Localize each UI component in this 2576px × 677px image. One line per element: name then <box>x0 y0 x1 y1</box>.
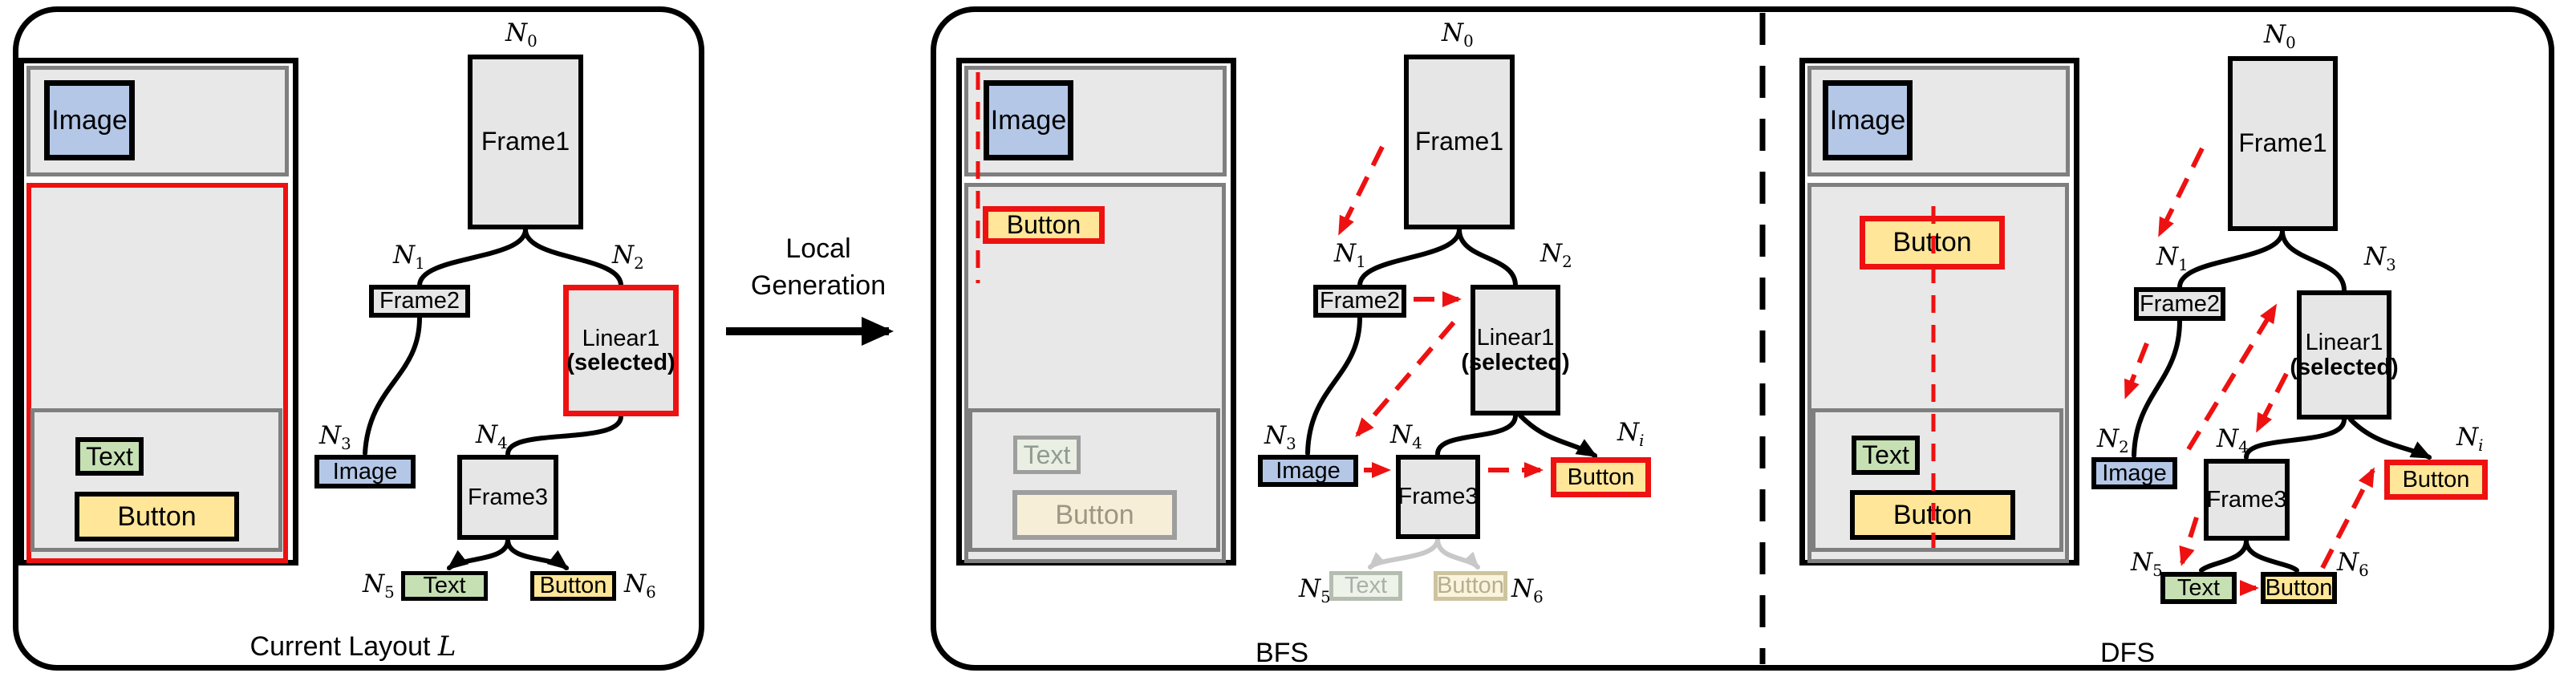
dfs-mockup-text: Text <box>1852 436 1920 475</box>
dfs-tree-frame1: Frame1 <box>2228 56 2338 231</box>
current-layout-caption-text: Current Layout <box>249 631 431 662</box>
bfs-ni-label: Ni <box>1617 418 1645 451</box>
dfs-tree-frame3: Frame3 <box>2204 459 2290 541</box>
current-n6-label: N6 <box>624 570 656 602</box>
current-n4-label: N4 <box>476 420 508 453</box>
bfs-mockup-faded-text: Text <box>1013 436 1081 474</box>
current-n3-label: N3 <box>319 421 351 454</box>
current-layout-caption: Current Layout L <box>185 630 521 663</box>
dfs-tree-frame2: Frame2 <box>2134 287 2225 321</box>
current-mockup-image: Image <box>44 80 135 160</box>
dfs-n6-label: N6 <box>2337 548 2369 581</box>
current-tree-frame3: Frame3 <box>457 455 558 540</box>
dfs-ni-label: Ni <box>2456 423 2484 456</box>
dfs-n1-label: N1 <box>2156 242 2189 275</box>
current-tree-linear1-selected: Linear1(selected) <box>563 285 679 416</box>
dfs-order-arrows <box>2124 147 2375 596</box>
current-tree-frame2: Frame2 <box>369 285 470 318</box>
dfs-n2-label: N2 <box>2097 424 2129 457</box>
bfs-n2-label: N2 <box>1540 239 1572 272</box>
dfs-caption: DFS <box>2100 638 2155 668</box>
current-mockup-button: Button <box>75 492 239 541</box>
current-mockup-text-label: Text <box>86 441 133 471</box>
dfs-mockup-image: Image <box>1823 80 1913 160</box>
bfs-tree-new-button: Button <box>1551 457 1651 497</box>
current-mockup-button-label: Button <box>117 501 197 532</box>
bfs-order-arrows <box>1337 145 1544 478</box>
bfs-n4-label: N4 <box>1390 420 1422 453</box>
dfs-n3-label: N3 <box>2364 242 2396 275</box>
dfs-n5-label: N5 <box>2131 548 2163 581</box>
current-n2-label: N2 <box>612 241 644 274</box>
current-tree-edges <box>363 227 623 570</box>
bfs-mockup-image: Image <box>984 80 1073 160</box>
bfs-n3-label: N3 <box>1264 421 1296 454</box>
dfs-tree-edges <box>2132 229 2432 573</box>
bfs-caption: BFS <box>1255 638 1309 668</box>
bfs-tree-faded-button: Button <box>1434 571 1507 601</box>
bfs-n1-label: N1 <box>1334 239 1366 272</box>
current-mockup-image-label: Image <box>51 104 128 136</box>
current-tree-text: Text <box>401 571 488 601</box>
dfs-n0-label: N0 <box>2264 20 2296 53</box>
bfs-tree-image: Image <box>1258 455 1358 487</box>
dfs-tree-new-button: Button <box>2384 460 2488 500</box>
bfs-tree-edges <box>1305 227 1598 458</box>
bfs-mockup-new-button: Button <box>983 206 1105 244</box>
current-layout-caption-math: L <box>437 630 456 663</box>
dfs-tree-text: Text <box>2160 572 2237 604</box>
current-tree-button: Button <box>530 571 616 601</box>
bfs-tree-frame3: Frame3 <box>1396 455 1480 539</box>
dfs-n4-label: N4 <box>2217 424 2249 457</box>
dfs-tree-button: Button <box>2261 572 2337 604</box>
current-n0-label: N0 <box>505 18 538 51</box>
current-n1-label: N1 <box>393 241 425 274</box>
bfs-faded-edges <box>1368 537 1480 570</box>
bfs-tree-faded-text: Text <box>1329 571 1402 601</box>
bfs-n0-label: N0 <box>1442 18 1474 51</box>
dfs-tree-linear1-selected: Linear1(selected) <box>2290 290 2399 420</box>
bfs-tree-linear1-selected: Linear1(selected) <box>1461 285 1570 416</box>
bfs-tree-frame2: Frame2 <box>1313 285 1406 318</box>
bfs-n6-label: N6 <box>1511 574 1544 607</box>
current-mockup-text: Text <box>75 437 144 476</box>
current-n5-label: N5 <box>363 570 395 602</box>
current-tree-frame1: Frame1 <box>468 55 583 229</box>
bfs-tree-frame1: Frame1 <box>1404 55 1515 229</box>
bfs-n5-label: N5 <box>1299 574 1331 607</box>
dfs-tree-image: Image <box>2091 457 2177 489</box>
current-tree-image: Image <box>314 455 416 488</box>
bfs-mockup-faded-button: Button <box>1012 490 1177 540</box>
